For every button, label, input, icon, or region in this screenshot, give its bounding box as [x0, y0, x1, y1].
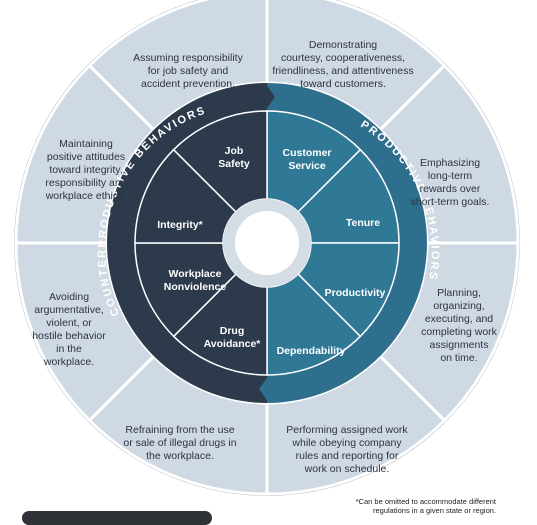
counterproductive-band: [107, 83, 267, 403]
inner-label-right-2: Tenure: [346, 217, 380, 229]
hub-inner-circle: [235, 211, 299, 275]
inner-label-right-3: Productivity: [325, 287, 386, 299]
footnote-text: *Can be omitted to accommodate different…: [356, 497, 497, 515]
bottom-arrow-notch: [259, 375, 269, 403]
bottom-bar: [22, 511, 212, 525]
inner-segments: [134, 110, 400, 376]
behavior-band: [107, 83, 427, 403]
top-arrow-notch: [265, 83, 275, 111]
outer-ring: [14, 0, 520, 496]
productive-band: [267, 83, 427, 403]
inner-label-left-2: Integrity*: [157, 219, 203, 231]
center-hub: [223, 199, 311, 287]
footnote: *Can be omitted to accommodate different…: [356, 497, 497, 515]
inner-label-right-4: Dependability: [277, 345, 346, 357]
inner-segment-left-4: [172, 110, 268, 213]
